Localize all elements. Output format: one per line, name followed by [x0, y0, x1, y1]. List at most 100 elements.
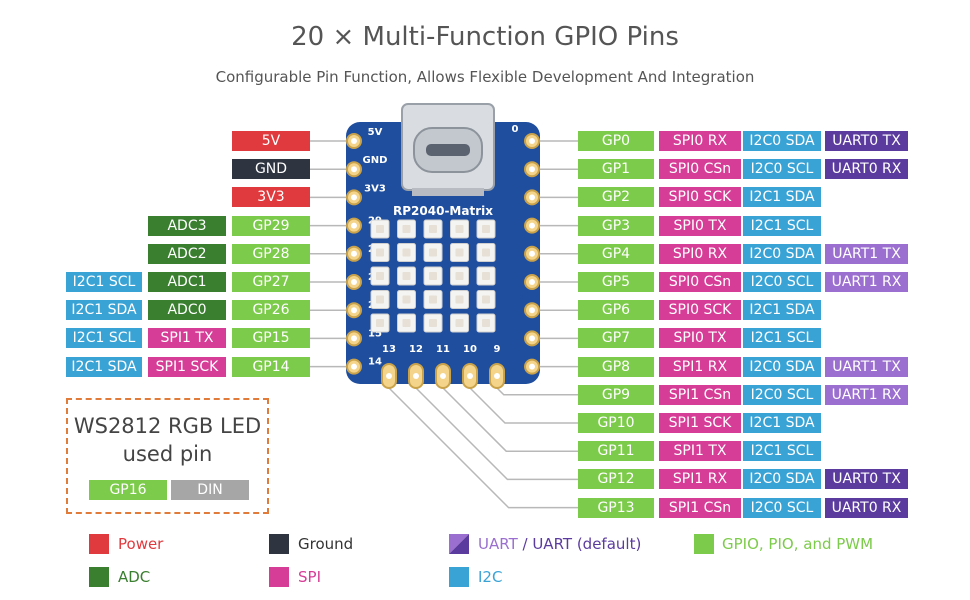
legend-i2c-label: I2C [478, 568, 503, 586]
pin-tag-spi: SPI1 RX [659, 469, 741, 490]
pin-tag-i2c: I2C1 SDA [66, 356, 142, 377]
pin-tag-uart_default: UART0 RX [825, 159, 908, 180]
pin-tag-i2c: I2C0 SCL [743, 384, 821, 405]
pin-tag-spi: SPI1 RX [659, 356, 741, 377]
legend-power-swatch [89, 534, 109, 554]
pin-hole [351, 138, 357, 144]
pin-tag-gpio: GP4 [578, 243, 654, 264]
pin-tag-spi: SPI1 SCK [659, 413, 741, 433]
page-subtitle: Configurable Pin Function, Allows Flexib… [215, 68, 755, 86]
legend-adc-label: ADC [118, 568, 151, 586]
pin-tag-i2c: I2C0 SDA [743, 131, 821, 151]
pin-tag-gpio: GP14 [232, 356, 310, 377]
pin-tag-i2c: I2C1 SDA [743, 300, 821, 321]
pin-tag-gpio: GP9 [578, 384, 654, 405]
pin-tag-spi: SPI0 TX [659, 215, 741, 236]
legend-ground-swatch [269, 534, 289, 554]
legend-uart-label: UART / UART (default) [478, 534, 641, 554]
board-pin-label: 0 [512, 124, 519, 135]
pin-tag-spi: SPI0 SCK [659, 300, 741, 321]
rgb-led-die [376, 272, 384, 280]
rgb-led-die [402, 319, 411, 327]
pin-tag-i2c: I2C1 SCL [66, 328, 142, 349]
rgb-led-die [455, 319, 464, 327]
legend-uart-default-text: UART (default) [532, 535, 642, 553]
pin-tag-i2c: I2C1 SDA [743, 187, 821, 208]
pin-hole [529, 166, 535, 173]
pin-hole [467, 373, 473, 379]
pin-hole [529, 250, 535, 257]
rgb-led-die [429, 272, 437, 280]
rgb-led-die [402, 295, 411, 304]
led-gpio-tag: GP16 [89, 480, 167, 500]
pin-hole [529, 307, 535, 314]
pin-tag-power: 3V3 [232, 187, 310, 208]
pin-tag-gpio: GP12 [578, 469, 654, 490]
pin-hole [413, 373, 419, 379]
board-pin-label: 12 [409, 344, 423, 355]
connector-line [469, 387, 578, 424]
pin-tag-uart: UART1 RX [825, 384, 908, 405]
pin-tag-i2c: I2C0 SDA [743, 469, 821, 490]
pin-tag-gpio: GP2 [578, 187, 654, 208]
pin-hole [529, 279, 535, 285]
pin-tag-uart: UART1 RX [825, 272, 908, 292]
pin-tag-adc: ADC0 [148, 300, 226, 321]
rgb-led-die [376, 225, 384, 233]
rgb-led-die [429, 248, 437, 257]
legend-spi-label: SPI [298, 568, 321, 586]
pin-tag-spi: SPI0 RX [659, 131, 741, 151]
pin-hole [529, 138, 535, 144]
pin-tag-ground: GND [232, 159, 310, 180]
pin-hole [386, 373, 392, 379]
pin-tag-uart: UART1 TX [825, 243, 908, 264]
pin-tag-i2c: I2C0 SDA [743, 356, 821, 377]
rgb-led-die [402, 225, 411, 233]
rgb-led-die [429, 225, 437, 233]
rgb-led-die [482, 295, 490, 304]
pin-tag-adc: ADC3 [148, 215, 226, 236]
board-pin-label: 13 [382, 344, 396, 355]
board-pin-label: 11 [436, 344, 450, 355]
pin-tag-gpio: GP7 [578, 328, 654, 349]
pin-tag-spi: SPI0 TX [659, 328, 741, 349]
pin-tag-gpio: GP8 [578, 356, 654, 377]
pin-hole [351, 166, 357, 173]
pin-hole [351, 250, 357, 257]
pin-tag-i2c: I2C0 SDA [743, 243, 821, 264]
legend-uart-text: UART [478, 535, 518, 553]
pin-tag-gpio: GP29 [232, 215, 310, 236]
pin-tag-gpio: GP6 [578, 300, 654, 321]
led-box-subtitle: used pin [122, 442, 213, 466]
pin-tag-i2c: I2C1 SCL [743, 215, 821, 236]
pin-tag-spi: SPI0 RX [659, 243, 741, 264]
pin-tag-spi: SPI0 SCK [659, 187, 741, 208]
pin-hole [351, 335, 357, 342]
pin-hole [529, 222, 535, 229]
rgb-led-die [429, 295, 437, 304]
rgb-led-die [402, 272, 411, 280]
pin-tag-power: 5V [232, 131, 310, 151]
pin-tag-spi: SPI1 SCK [148, 356, 226, 377]
connector-line [496, 387, 578, 396]
rgb-led-die [455, 225, 464, 233]
legend-gpio-label: GPIO, PIO, and PWM [722, 535, 874, 553]
pin-tag-adc: ADC1 [148, 272, 226, 292]
pin-tag-i2c: I2C1 SCL [743, 441, 821, 462]
rgb-led-die [482, 272, 490, 280]
board-pin-label: 5V [368, 127, 383, 138]
pin-tag-uart_default: UART0 RX [825, 497, 908, 518]
pin-tag-gpio: GP5 [578, 272, 654, 292]
rgb-led-die [376, 319, 384, 327]
board-pin-label: 3V3 [364, 183, 386, 194]
board-pin-label: 10 [463, 344, 477, 355]
rgb-led-die [376, 248, 384, 257]
rgb-led-die [482, 319, 490, 327]
usb-c-connector-icon [401, 103, 495, 196]
pin-tag-i2c: I2C0 SCL [743, 272, 821, 292]
pin-tag-spi: SPI1 TX [148, 328, 226, 349]
pin-hole [351, 363, 357, 370]
legend-i2c-swatch [449, 567, 469, 587]
board-pin-label: 15 [368, 328, 382, 339]
rgb-led-die [402, 248, 411, 257]
